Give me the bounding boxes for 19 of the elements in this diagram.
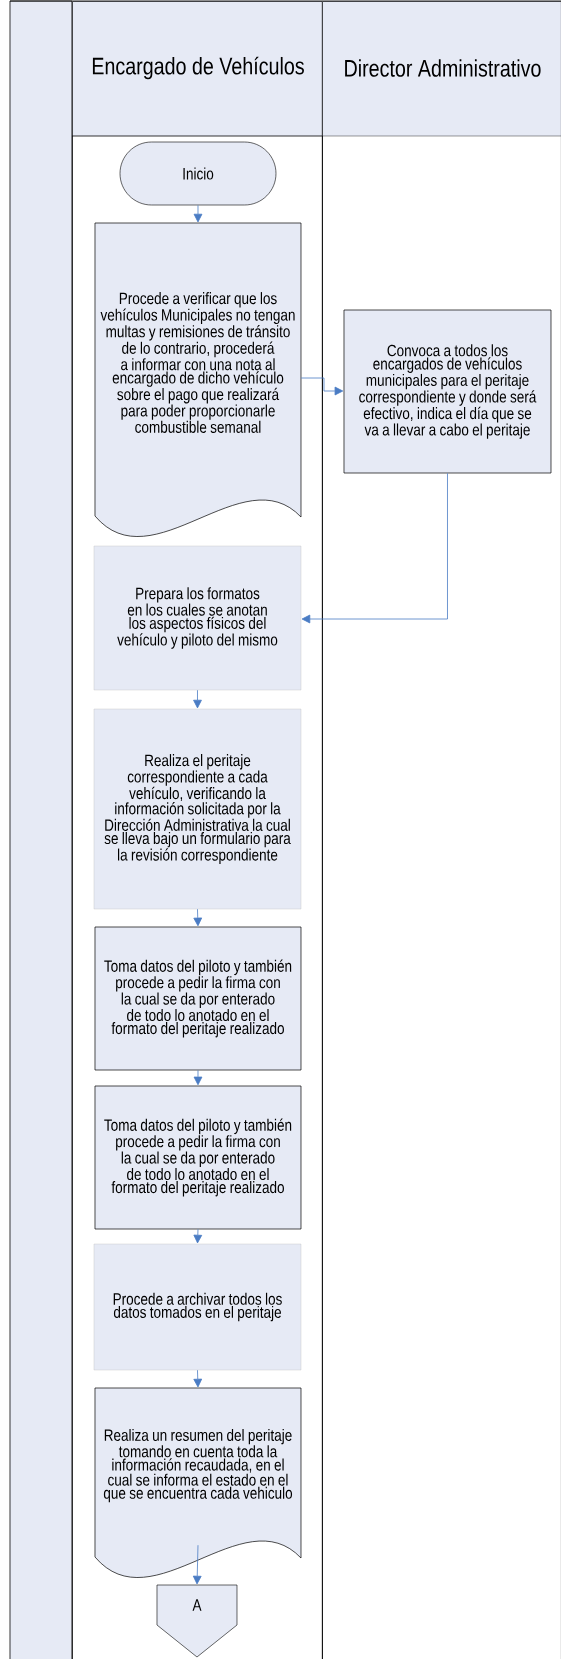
process-box: Convoca a todos los encargados de vehículos municipales para el peritaje correspondiente y donde será efectivo, indica el día que se va a llevar a cabo el peritaje (343, 309, 552, 474)
arrow (193, 908, 203, 927)
arrow (193, 1369, 203, 1388)
document-box: Procede a verificar que los vehículos Municipales no tengan multas y remisiones de tránsito de lo contrario, procederá a informar con una nota al encargado de dicho vehículo sobre el pago que realizará para poder proporcionarle combustible semanal (94, 222, 302, 537)
offpage-connector: A (156, 1584, 238, 1658)
process-box: Prepara los formatos en los cuales se anotan los aspectos físicos del vehículo y piloto del mismo (93, 545, 302, 691)
arrow (301, 472, 448, 624)
arrow (193, 204, 203, 223)
process-box: Realiza el peritaje correspondiente a cada vehículo, verificando la información solicitada por la Dirección Administrativa la cual se lleva bajo un formulario para la revisión correspondiente (93, 708, 302, 910)
arrow (193, 1069, 203, 1086)
process-box: Toma datos del piloto y también procede a pedir la firma con la cual se da por enterado de todo lo anotado en el formato del peritaje realizado (94, 1085, 302, 1230)
document-box: Realiza un resumen del peritaje tomando en cuenta toda la información recaudada, en el cual se informa el estado en el que se encuentra cada vehiculo (94, 1387, 302, 1578)
arrow (193, 689, 202, 709)
process-box: Toma datos del piloto y también procede a pedir la firma con la cual se da por enterado de todo lo anotado en el formato del peritaje realizado (94, 926, 302, 1071)
process-box: Procede a archivar todos los datos tomados en el peritaje (93, 1243, 302, 1371)
start-terminal: Inicio (119, 141, 277, 206)
arrow (192, 1544, 202, 1585)
arrow (300, 377, 344, 396)
arrow (193, 1228, 203, 1244)
